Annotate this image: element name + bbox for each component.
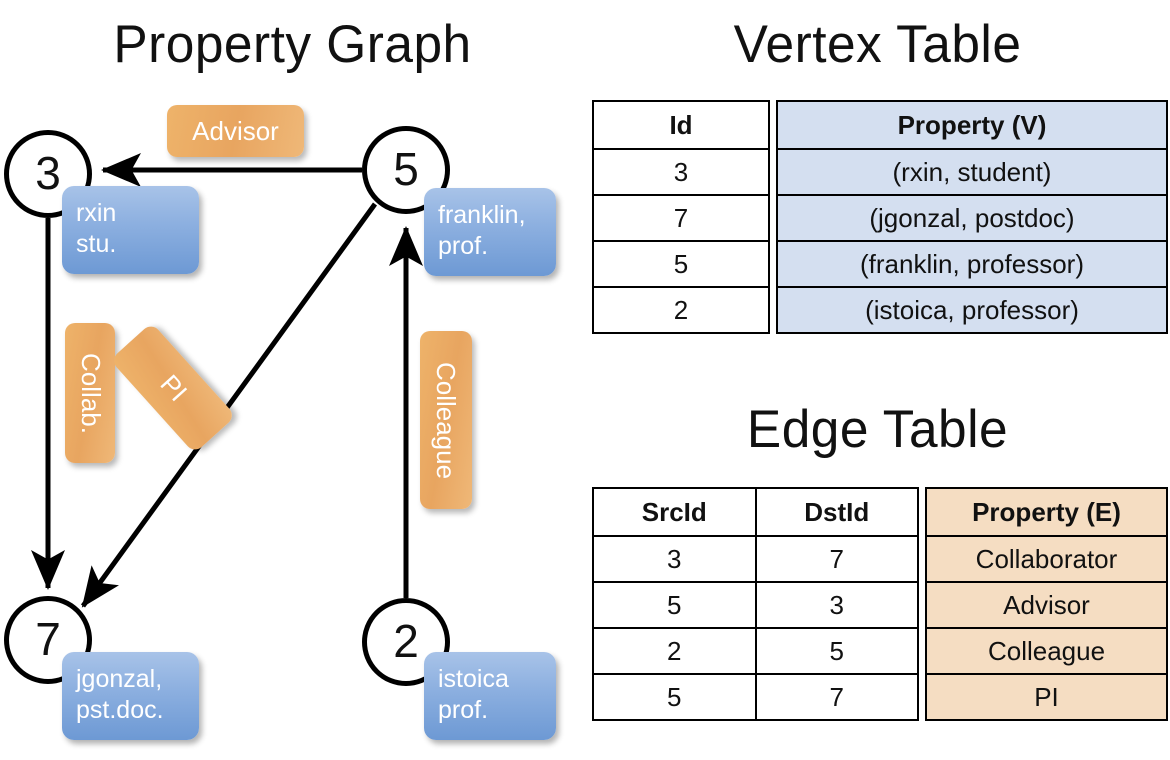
- edge-label-collab-text: Collab.: [75, 352, 106, 434]
- table-row: Advisor: [925, 581, 1168, 629]
- page-title-vertex-table: Vertex Table: [733, 15, 1022, 74]
- edge-property-cell: Colleague: [925, 627, 1168, 675]
- table-row: 3: [592, 148, 770, 196]
- node-property-line: stu.: [76, 229, 117, 258]
- edge-srcid-cell: 2: [592, 627, 757, 675]
- edge-property-cell: Collaborator: [925, 535, 1168, 583]
- edge-dstid-cell: 7: [754, 535, 919, 583]
- vertex-table-header-id: Id: [592, 100, 770, 150]
- table-row: 3 7: [592, 535, 919, 583]
- table-row: (franklin, professor): [776, 240, 1168, 288]
- property-graph-diagram: 3 5 7 2 rxin stu. franklin, prof. jgonza…: [4, 105, 556, 740]
- node-property-line: prof.: [438, 231, 489, 260]
- table-row: 5: [592, 240, 770, 288]
- table-row: PI: [925, 673, 1168, 721]
- node-property-box-3: rxin stu.: [62, 186, 199, 274]
- graph-edges-svg: [31, 153, 423, 608]
- table-row: 2: [592, 286, 770, 334]
- page-title-property-graph: Property Graph: [113, 15, 472, 74]
- node-property-line: pst.doc.: [76, 695, 164, 724]
- edge-label-pi-text: PI: [153, 368, 193, 407]
- node-property-box-2: istoica prof.: [424, 652, 556, 740]
- table-header-row: Property (V): [776, 100, 1168, 150]
- vertex-property-cell: (franklin, professor): [776, 240, 1168, 288]
- vertex-id-cell: 5: [592, 240, 770, 288]
- graph-node-3-label: 3: [35, 147, 61, 200]
- edge-property-cell: Advisor: [925, 581, 1168, 629]
- table-row: Collaborator: [925, 535, 1168, 583]
- edge-table-property-column: Property (E) Collaborator Advisor Collea…: [925, 487, 1168, 721]
- vertex-property-cell: (jgonzal, postdoc): [776, 194, 1168, 242]
- edge-table-header-dstid: DstId: [754, 487, 919, 537]
- graph-node-2-label: 2: [393, 615, 419, 668]
- node-property-line: istoica: [438, 665, 509, 693]
- table-row: Colleague: [925, 627, 1168, 675]
- graph-node-5[interactable]: 5: [362, 126, 450, 214]
- edge-table-header-property: Property (E): [925, 487, 1168, 537]
- table-row: 2 5: [592, 627, 919, 675]
- table-row: 5 7: [592, 673, 919, 721]
- table-row: (rxin, student): [776, 148, 1168, 196]
- edge-label-collab: Collab.: [65, 323, 115, 463]
- edge-dstid-cell: 7: [754, 673, 919, 721]
- edge-label-colleague: Colleague: [420, 331, 472, 509]
- page-title-edge-table: Edge Table: [746, 400, 1009, 459]
- edge-srcid-cell: 5: [592, 581, 757, 629]
- edge-srcid-cell: 5: [592, 673, 757, 721]
- node-property-line: rxin: [76, 199, 117, 227]
- table-row: 7: [592, 194, 770, 242]
- table-row: 5 3: [592, 581, 919, 629]
- vertex-property-cell: (rxin, student): [776, 148, 1168, 196]
- table-header-row: Property (E): [925, 487, 1168, 537]
- edge-label-colleague-text: Colleague: [431, 361, 462, 479]
- table-row: (istoica, professor): [776, 286, 1168, 334]
- edge-table-id-columns: SrcId DstId 3 7 5 3 2 5 5 7: [592, 487, 919, 721]
- edge-label-advisor-text: Advisor: [192, 115, 279, 146]
- vertex-id-cell: 2: [592, 286, 770, 334]
- edge-dstid-cell: 3: [754, 581, 919, 629]
- edge-srcid-cell: 3: [592, 535, 757, 583]
- table-header-row: SrcId DstId: [592, 487, 919, 537]
- vertex-id-cell: 3: [592, 148, 770, 196]
- vertex-table-id-column: Id 3 7 5 2: [592, 100, 770, 334]
- edge-table-header-srcid: SrcId: [592, 487, 757, 537]
- edge-label-advisor: Advisor: [167, 105, 304, 157]
- node-property-line: franklin,: [438, 201, 526, 229]
- graph-node-7-label: 7: [35, 613, 61, 666]
- edge-dstid-cell: 5: [754, 627, 919, 675]
- table-header-row: Id: [592, 100, 770, 150]
- vertex-table-property-column: Property (V) (rxin, student) (jgonzal, p…: [776, 100, 1168, 334]
- vertex-table-header-property: Property (V): [776, 100, 1168, 150]
- node-property-line: jgonzal,: [76, 665, 163, 693]
- table-row: (jgonzal, postdoc): [776, 194, 1168, 242]
- graph-node-5-label: 5: [393, 143, 419, 196]
- node-property-box-7: jgonzal, pst.doc.: [62, 652, 199, 740]
- graph-node-2[interactable]: 2: [362, 598, 450, 686]
- edge-property-cell: PI: [925, 673, 1168, 721]
- vertex-id-cell: 7: [592, 194, 770, 242]
- node-property-line: prof.: [438, 695, 489, 724]
- vertex-property-cell: (istoica, professor): [776, 286, 1168, 334]
- graph-edge-5-to-7: [80, 202, 378, 608]
- node-property-box-5: franklin, prof.: [424, 188, 556, 276]
